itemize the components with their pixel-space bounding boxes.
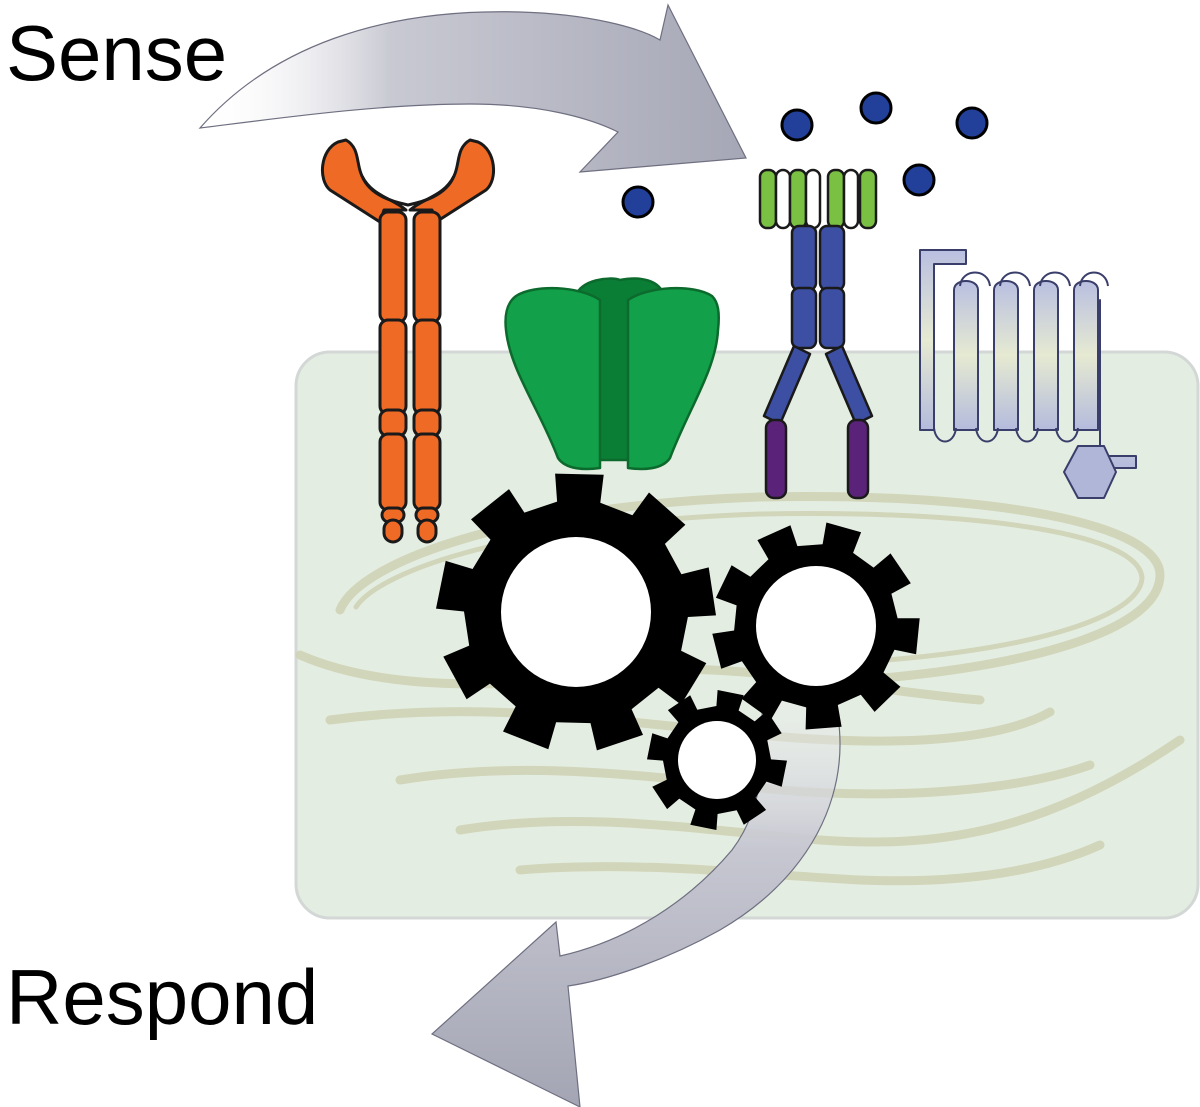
curved-arrow-icon bbox=[198, 3, 747, 173]
gear-icon-small bbox=[647, 690, 787, 830]
sense-label: Sense bbox=[6, 9, 228, 97]
receptor-kinase-icon bbox=[758, 168, 878, 500]
gear-hole bbox=[678, 721, 756, 799]
ligand-dot-icon bbox=[621, 91, 989, 219]
gear-hole bbox=[501, 537, 651, 687]
ion-channel-icon bbox=[504, 277, 720, 471]
gear-hole bbox=[756, 566, 876, 686]
gpcr-icon bbox=[919, 249, 1137, 499]
antibody-receptor-icon bbox=[320, 138, 496, 544]
respond-label: Respond bbox=[6, 953, 319, 1041]
gear-icon bbox=[436, 473, 716, 751]
gear-icon-medium bbox=[712, 522, 920, 730]
